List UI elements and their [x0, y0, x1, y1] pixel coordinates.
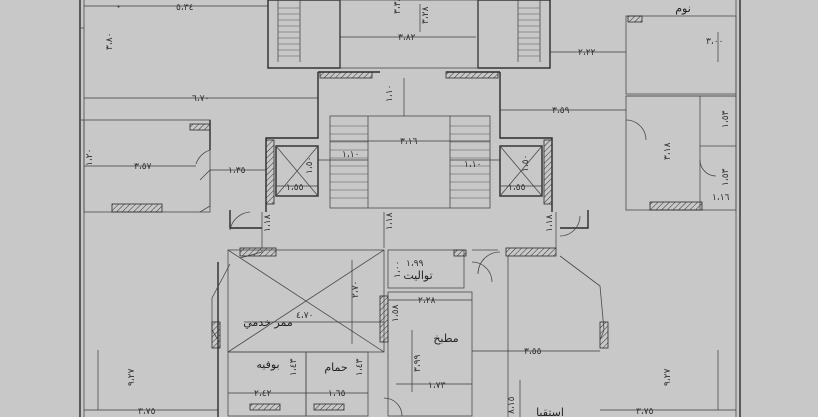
left-door-arc: [229, 211, 251, 231]
dim-3-00: ٣،٠٠: [706, 37, 723, 47]
dim-1-10-c: ١،١٠: [464, 160, 481, 170]
dim-1-10-a: ١،١٠: [385, 85, 395, 102]
dim-3-57: ٣،٥٧: [134, 162, 152, 172]
dim-1-43-b: ١،٤٣: [355, 358, 365, 376]
dim-1-20: ١،٢٠: [85, 149, 95, 166]
dim-3-38: ٣،٣٨: [393, 0, 403, 14]
dim-9-27-b: ٩،٢٧: [663, 368, 673, 386]
dim-1-53-b: ١،٥٣: [721, 168, 731, 186]
dim-1-50-b: ١،٥٠: [521, 155, 531, 172]
dim-1-18-b: ١،١٨: [385, 212, 395, 230]
dim-1-10-b: ١،١٠: [342, 150, 359, 160]
dim-4-70: ٤،٧٠: [296, 311, 313, 321]
right-wing-rooms: [625, 15, 737, 211]
dimension-labels: ٥،٣٤ ٣،٣٨ ٣،٨٢ ٣،٢٨ ٢،٢٢ ٣،٠٠ ٣،٨٠ ٦،٧٠ …: [85, 0, 731, 417]
right-margin: [740, 0, 818, 417]
dim-1-99: ١،٩٩: [406, 259, 424, 269]
dim-1-58: ١،٥٨: [391, 304, 401, 322]
dim-1-73: ١،٧٣: [428, 381, 446, 391]
dim-1-35: ١،٣٥: [228, 166, 246, 176]
dim-9-27-a: ٩،٢٧: [127, 368, 137, 386]
dim-1-00: ١،٠٠: [393, 261, 403, 278]
dim-3-82: ٣،٨٢: [398, 33, 416, 43]
dim-1-53-a: ١،٥٣: [721, 110, 731, 128]
dim-3-75-b: ٣،٧٥: [636, 407, 654, 417]
room-service-lobby: ممر خدمي: [243, 316, 293, 329]
room-kitchen: مطبخ: [433, 332, 458, 345]
dim-2-42: ٢،٤٢: [254, 389, 272, 399]
dim-6-70: ٦،٧٠: [192, 94, 209, 104]
room-bathroom: حمام: [324, 361, 347, 374]
room-pantry: بوفيه: [256, 358, 279, 371]
dim-1-50-a: ١،٥٠: [305, 157, 315, 174]
dim-3-55: ٣،٥٥: [524, 347, 542, 357]
dim-1-65: ١،٦٥: [328, 389, 346, 399]
central-core: [265, 71, 553, 212]
lower-right-wing: [477, 210, 609, 417]
dim-1-16: ١،١٦: [712, 193, 730, 203]
left-margin: [0, 0, 80, 417]
dim-3-99: ٣،٩٩: [413, 354, 423, 372]
dim-2-22: ٢،٢٢: [578, 48, 596, 58]
dim-1-43-a: ١،٤٣: [289, 358, 299, 376]
lower-left-wing: [211, 210, 385, 417]
dimension-lines: [84, 4, 736, 417]
dim-3-28: ٣،٢٨: [421, 6, 431, 24]
dim-1-18-c: ١،١٨: [545, 214, 555, 232]
dim-8-15: ٨،١٥: [507, 396, 517, 414]
dim-2-28: ٢،٢٨: [418, 296, 436, 306]
dim-3-16: ٣،١٦: [400, 137, 418, 147]
dim-3-18: ٣،١٨: [663, 142, 673, 160]
room-reception: استقبا: [536, 406, 564, 417]
top-core-room: [339, 0, 479, 69]
dim-3-80: ٣،٨٠: [105, 33, 115, 50]
room-toilet: تواليت: [403, 269, 432, 282]
room-bedroom: نوم: [675, 2, 691, 15]
dim-1-55-a: ١،٥٥: [286, 183, 304, 193]
dim-1-18-a: ١،١٨: [263, 214, 273, 232]
dim-5-34: ٥،٣٤: [176, 3, 194, 13]
dim-2-70: ٢،٧٠: [351, 281, 361, 298]
dim-1-55-b: ١،٥٥: [508, 183, 526, 193]
dim-3-75-a: ٣،٧٥: [138, 407, 156, 417]
lower-center-rooms: [379, 249, 498, 417]
dim-3-59: ٣،٥٩: [552, 106, 570, 116]
